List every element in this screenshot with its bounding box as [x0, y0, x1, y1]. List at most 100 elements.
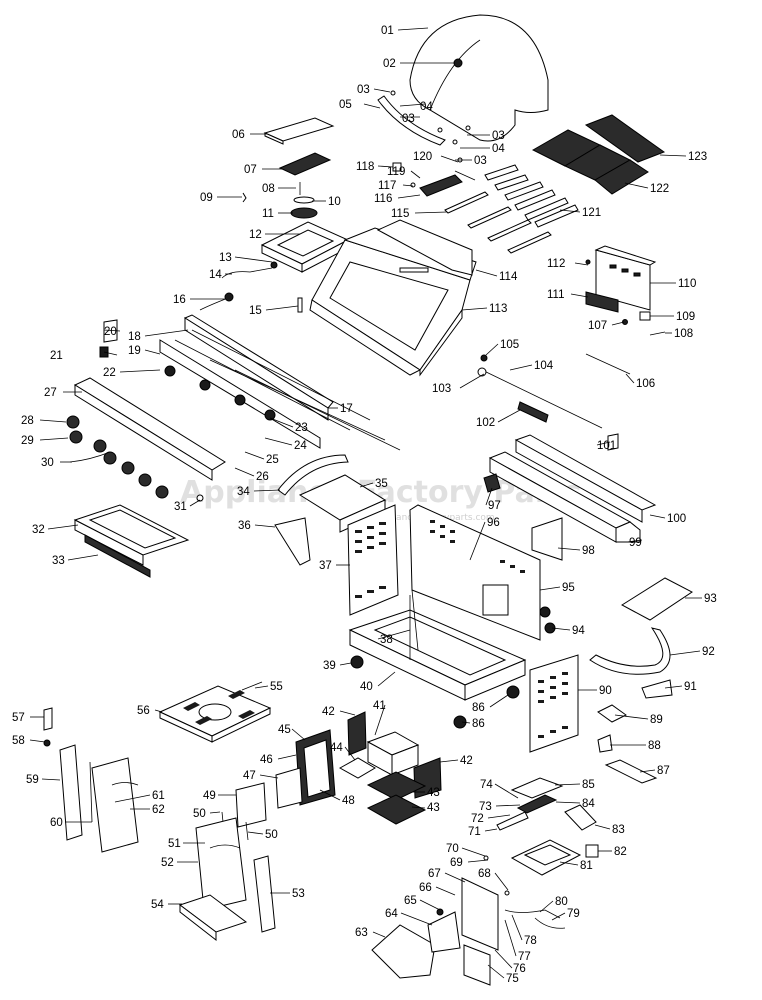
part-42-racks: [347, 711, 442, 799]
label-46: 46: [260, 754, 273, 766]
label-87: 87: [657, 765, 670, 777]
part-58-screw: [43, 739, 51, 747]
label-50a: 50: [193, 808, 206, 820]
part-16-crossover: [199, 292, 234, 311]
part-113-firebox: [309, 227, 477, 377]
part-115-flavor-bars: [444, 191, 552, 254]
part-01-lid: [409, 14, 549, 142]
label-73: 73: [479, 801, 492, 813]
part-123-warming-grate: [584, 114, 666, 163]
part-17-control-panel: [159, 314, 334, 449]
label-77: 77: [518, 951, 531, 963]
part-57-hinge: [43, 707, 53, 731]
label-82: 82: [614, 846, 627, 858]
part-05-lid-handle: [377, 90, 471, 146]
label-57: 57: [12, 712, 25, 724]
label-22: 22: [103, 367, 116, 379]
label-19: 19: [128, 345, 141, 357]
part-97-clip: [483, 473, 501, 493]
label-89: 89: [650, 714, 663, 726]
label-05: 05: [339, 99, 352, 111]
label-14: 14: [209, 269, 222, 281]
part-92-side-handle: [589, 627, 671, 675]
burner-tubes: [174, 329, 401, 451]
leader-lines: [29, 27, 702, 979]
label-72: 72: [471, 813, 484, 825]
part-02-thermometer-icon: [453, 58, 463, 68]
part-60-rod: [89, 761, 93, 823]
label-51: 51: [168, 838, 181, 850]
part-121-heat-tents: [484, 164, 579, 228]
label-56: 56: [137, 705, 150, 717]
label-12: 12: [249, 229, 262, 241]
label-42a: 42: [322, 706, 335, 718]
label-31: 31: [174, 501, 187, 513]
label-84: 84: [582, 798, 595, 810]
label-45: 45: [278, 724, 291, 736]
label-04a: 04: [420, 101, 433, 113]
label-58: 58: [12, 735, 25, 747]
label-78: 78: [524, 935, 537, 947]
part-36-shelf-bracket: [274, 517, 311, 566]
part-101-bracket: [607, 433, 619, 451]
label-86a: 86: [472, 718, 485, 730]
label-26: 26: [256, 471, 269, 483]
part-14-ignitor-wire: [221, 261, 278, 279]
label-60: 60: [50, 817, 63, 829]
part-12-side-burner-box: [260, 221, 350, 273]
part-100-frame-rail: [488, 434, 657, 543]
label-02: 02: [383, 58, 396, 70]
label-13: 13: [219, 252, 232, 264]
label-03b: 03: [402, 113, 415, 125]
part-53-door-trim: [253, 855, 276, 933]
label-52: 52: [161, 857, 174, 869]
label-42b: 42: [460, 755, 473, 767]
label-98: 98: [582, 545, 595, 557]
part-number-labels: 01 02 03 04 05 03 03 04 03 06 07 08 09 1…: [12, 25, 717, 985]
label-86b: 86: [472, 702, 485, 714]
label-70: 70: [446, 843, 459, 855]
part-52-right-door: [195, 817, 247, 911]
label-116: 116: [374, 193, 392, 205]
label-06: 06: [232, 129, 245, 141]
tank-parts-83-85: [496, 777, 597, 831]
label-71: 71: [468, 826, 481, 838]
label-92: 92: [702, 646, 715, 658]
part-104-rotisserie-spit: [477, 353, 631, 429]
label-36: 36: [238, 520, 251, 532]
label-118: 118: [356, 161, 374, 173]
part-43-grates: [366, 771, 427, 825]
label-65: 65: [404, 895, 417, 907]
label-112: 112: [547, 258, 565, 270]
label-67: 67: [428, 868, 441, 880]
label-25: 25: [266, 454, 279, 466]
label-33: 33: [52, 555, 65, 567]
label-43a: 43: [427, 787, 440, 799]
label-34: 34: [237, 486, 250, 498]
label-23: 23: [295, 422, 308, 434]
label-104: 104: [534, 360, 554, 372]
label-41: 41: [373, 700, 386, 712]
part-122-cooking-grates: [531, 129, 649, 195]
label-113: 113: [489, 303, 507, 315]
label-107: 107: [588, 320, 607, 332]
part-82-regulator: [585, 844, 599, 858]
label-47: 47: [243, 770, 256, 782]
part-90-right-side-panel: [529, 654, 579, 753]
label-03a: 03: [357, 84, 370, 96]
part-27-manifold: [73, 377, 226, 481]
label-63: 63: [355, 927, 368, 939]
label-01: 01: [381, 25, 394, 37]
label-08: 08: [262, 183, 275, 195]
label-93: 93: [704, 593, 717, 605]
part-49-panel: [235, 782, 267, 828]
label-09: 09: [200, 192, 213, 204]
label-83: 83: [612, 824, 625, 836]
label-121: 121: [582, 207, 601, 219]
label-59: 59: [26, 774, 39, 786]
label-44: 44: [330, 742, 343, 754]
label-119: 119: [387, 166, 405, 178]
label-91: 91: [684, 681, 697, 693]
label-114: 114: [499, 271, 518, 283]
label-69: 69: [450, 857, 463, 869]
